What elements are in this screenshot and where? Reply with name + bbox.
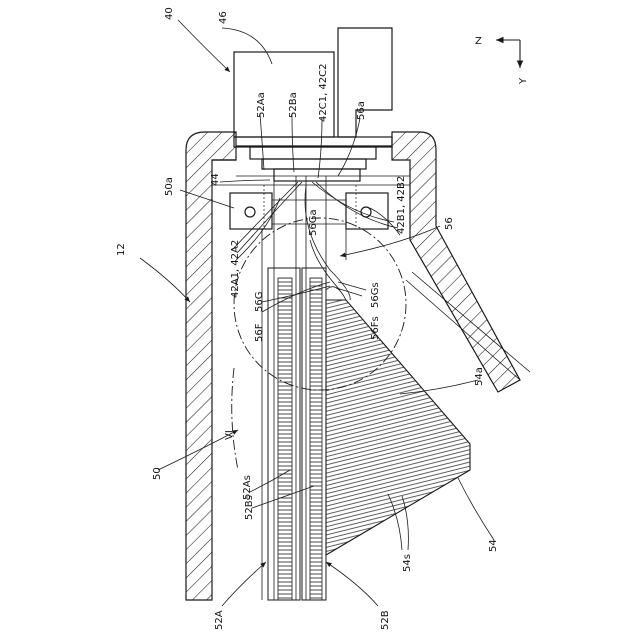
label-54a: 54a [474,367,485,386]
label-52B: 52B [380,610,391,630]
cable-52A [268,176,300,600]
label-42B: 42B1, 42B2 [396,176,407,234]
axis-indicator: Z Y [475,36,529,85]
label-52Ba: 52Ba [288,92,299,118]
label-VI: VI [224,430,235,440]
label-50a: 50a [164,177,175,196]
label-56: 56 [444,217,455,230]
label-44: 44 [210,173,221,186]
label-54: 54 [488,539,499,552]
label-52Bs: 52Bs [244,495,255,520]
label-56Fs: 56Fs [370,316,381,340]
label-42C1: 42C1, 42C2 [318,64,329,123]
axis-label-z: Z [475,36,482,47]
label-56F: 56F [254,323,265,342]
axis-label-y: Y [518,77,529,85]
label-56Ga: 56Ga [308,209,319,236]
screw-hole-left-icon [245,207,255,217]
label-52Aa: 52Aa [256,92,267,118]
label-56a: 56a [356,101,367,120]
label-42A: 42A1, 42A2 [230,240,241,298]
cable-52B [302,176,326,600]
label-40: 40 [164,7,175,20]
label-56G: 56G [254,292,265,312]
label-12: 12 [116,243,127,256]
label-52A: 52A [214,610,225,630]
label-56Gs: 56Gs [370,282,381,308]
flat-cable-54 [326,287,470,555]
label-46: 46 [218,11,229,24]
label-50: 50 [152,467,163,480]
label-54s: 54s [402,554,413,572]
